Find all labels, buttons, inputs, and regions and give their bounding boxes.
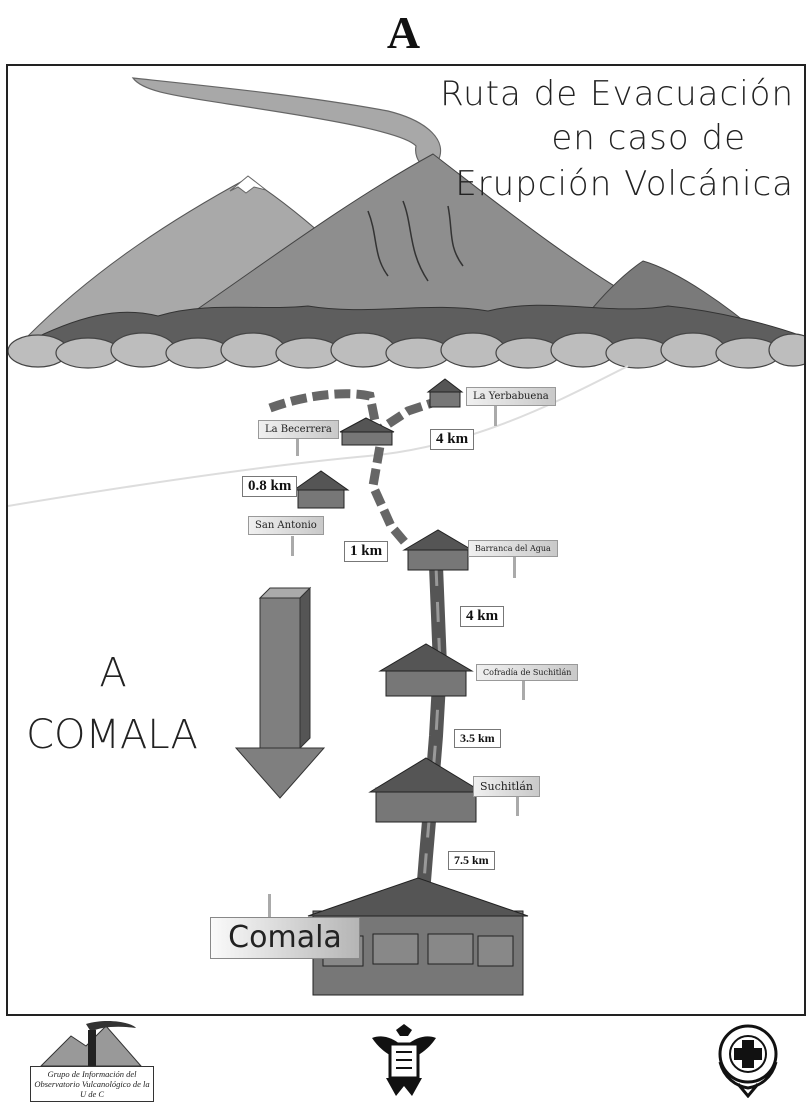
sign-barranca-del-agua: Barranca del Agua (468, 540, 558, 557)
distance-cofradia: 4 km (460, 606, 505, 627)
map-illustration (8, 77, 804, 996)
title-line-1: Ruta de Evacuación (440, 74, 794, 114)
panel-letter: A (386, 7, 421, 58)
route-dashed (268, 389, 412, 549)
distance-suchitlan: 3.5 km (454, 729, 501, 748)
village-becerrera (339, 417, 395, 446)
village-barranca (402, 529, 474, 571)
village-suchitlan (368, 757, 484, 823)
sign-la-becerrera: La Becerrera (258, 420, 339, 439)
direction-arrow (234, 586, 326, 799)
village-yerbabuena (426, 378, 464, 408)
observatory-logo-icon (39, 1021, 143, 1067)
direction-label-comala: COMALA (26, 712, 198, 758)
university-eagle-icon (372, 1024, 436, 1096)
distance-barranca: 1 km (344, 541, 389, 562)
sign-la-yerbabuena: La Yerbabuena (466, 387, 556, 406)
evacuation-map: Ruta de Evacuación en caso de Erupción V… (6, 64, 806, 1016)
village-san-antonio (292, 470, 350, 509)
distance-san-antonio: 0.8 km (242, 476, 298, 497)
volcanic-plume (131, 77, 442, 168)
observatory-caption: Grupo de Información del Observatorio Vu… (30, 1066, 154, 1102)
village-cofradia (378, 643, 474, 697)
distance-yerbabuena: 4 km (430, 429, 475, 450)
direction-label-a: A (99, 650, 127, 696)
title-line-3: Erupción Volcánica (455, 164, 794, 204)
sign-cofradia-de-suchitlan: Cofradía de Suchitlán (476, 664, 579, 681)
title-line-2: en caso de (551, 118, 746, 158)
proteccion-civil-icon (718, 1024, 778, 1098)
sign-san-antonio: San Antonio (248, 516, 324, 535)
cloud-band (8, 332, 804, 369)
sign-suchitlan: Suchitlán (473, 776, 540, 797)
volcano (156, 153, 709, 337)
sign-comala: Comala (210, 917, 360, 959)
distance-comala: 7.5 km (448, 851, 495, 870)
snow-cap (229, 175, 267, 194)
